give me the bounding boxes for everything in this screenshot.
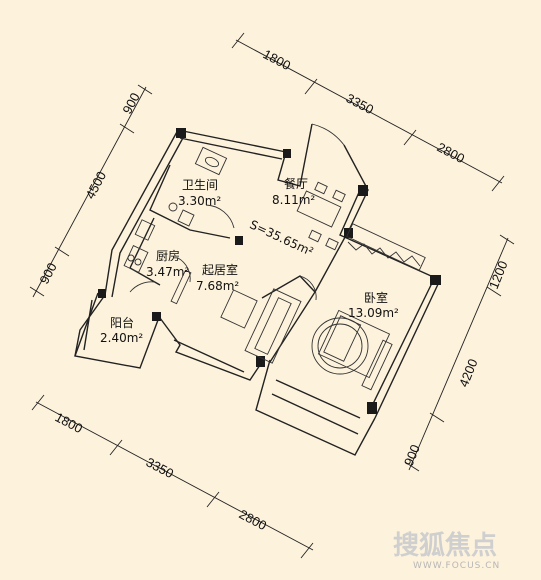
room-name-kitchen: 厨房	[156, 248, 180, 263]
room-name-living: 起居室	[202, 262, 238, 277]
dim-left-3: 900	[36, 260, 59, 286]
doors	[129, 123, 345, 301]
room-area-bedroom: 13.09m²	[348, 306, 399, 320]
dim-left-1: 900	[119, 90, 142, 116]
room-area-bathroom: 3.30m²	[178, 194, 221, 208]
logo-url-text: WWW.FOCUS.CN	[413, 561, 500, 571]
room-area-living: 7.68m²	[196, 279, 239, 293]
dim-top-1: 1800	[261, 46, 294, 73]
dim-right-2: 4200	[456, 357, 481, 389]
sohu-focus-logo: 搜狐焦点 WWW.FOCUS.CN	[393, 530, 500, 571]
furniture	[123, 146, 426, 391]
room-name-dining: 餐厅	[284, 176, 308, 191]
walls	[74, 123, 441, 456]
dim-bottom-1: 1800	[53, 409, 86, 436]
dimension-lines	[29, 32, 515, 559]
room-name-balcony: 阳台	[110, 315, 134, 330]
room-area-kitchen: 3.47m²	[146, 265, 189, 279]
room-name-bathroom: 卫生间	[182, 178, 218, 192]
total-area: S=35.65m²	[248, 217, 316, 259]
logo-main-text: 搜狐焦点	[393, 530, 497, 561]
room-area-dining: 8.11m²	[272, 193, 315, 207]
room-labels: 卫生间 3.30m² 餐厅 8.11m² 厨房 3.47m² 起居室 7.68m…	[100, 176, 399, 345]
dim-top-3: 2800	[435, 139, 468, 166]
dim-left-2: 4500	[82, 169, 109, 202]
room-name-bedroom: 卧室	[364, 290, 388, 305]
dim-bottom-3: 2800	[237, 506, 270, 533]
dim-bottom-2: 3350	[144, 454, 177, 481]
dim-right-1: 1200	[486, 259, 511, 291]
room-area-balcony: 2.40m²	[100, 331, 143, 345]
